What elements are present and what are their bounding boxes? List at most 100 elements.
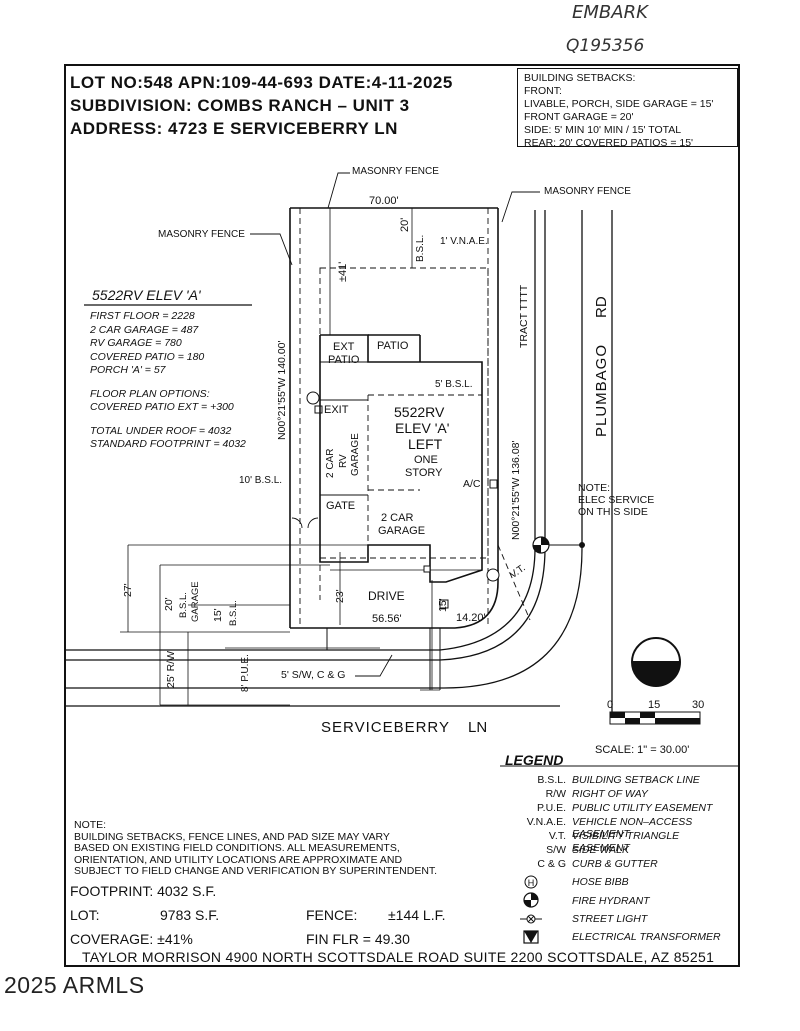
label-bsl-5: 5' B.S.L. xyxy=(435,379,473,390)
legend-def: FIRE HYDRANT xyxy=(572,895,650,907)
setbacks-title: BUILDING SETBACKS: xyxy=(524,72,636,84)
elec-note-3: ON THIS SIDE xyxy=(578,506,648,518)
road-name: PLUMBAGO xyxy=(593,343,610,437)
label-masonry-fence-top: MASONRY FENCE xyxy=(352,166,439,177)
legend-def: VEHICLE NON–ACCESS EASEMENT xyxy=(572,816,693,840)
dim-23: 23' xyxy=(334,589,346,603)
dim-70: 70.00' xyxy=(369,195,399,207)
coverage: COVERAGE: ±41% xyxy=(70,931,193,947)
legend-row: B.S.L.BUILDING SETBACK LINE xyxy=(498,774,738,790)
note-line-1: BUILDING SETBACKS, FENCE LINES, AND PAD … xyxy=(74,830,390,843)
legend-row: V.T.VISIBILITY TRIANGLE EASEMENT xyxy=(498,830,738,854)
scale-30: 30 xyxy=(692,699,705,711)
elec-service-note: NOTE: ELEC SERVICE ON THIS SIDE xyxy=(578,482,654,518)
legend-def: RIGHT OF WAY xyxy=(572,788,648,800)
exit-door xyxy=(314,405,323,414)
scale-text: SCALE: 1" = 30.00' xyxy=(595,744,690,756)
elec-note-1: NOTE: xyxy=(578,482,611,494)
label-rv-3: GARAGE xyxy=(350,433,361,476)
gate-swing xyxy=(291,517,319,529)
label-garage-1: 2 CAR xyxy=(381,512,414,524)
general-note: NOTE: BUILDING SETBACKS, FENCE LINES, AN… xyxy=(74,819,438,878)
stat-2car-garage: 2 CAR GARAGE = 487 xyxy=(90,323,199,336)
legend-row: ELECTRICAL TRANSFORMER xyxy=(498,931,738,947)
handwritten-embark: EMBARK xyxy=(572,2,648,23)
legend-abbr: V.N.A.E. xyxy=(526,816,566,828)
label-exit: EXIT xyxy=(324,404,349,416)
legend-def: STREET LIGHT xyxy=(572,913,648,925)
transformer-box xyxy=(439,599,449,609)
label-rv-2: RV xyxy=(338,454,349,468)
curb-1 xyxy=(66,210,536,651)
west-bearing: N00°21'55"W 140.00' xyxy=(276,340,288,441)
scale-15: 15 xyxy=(648,699,661,711)
lot-label: LOT: xyxy=(70,907,100,923)
note-line-4: SUBJECT TO FIELD CHANGE AND VERIFICATION… xyxy=(74,865,438,877)
stat-options-title: FLOOR PLAN OPTIONS: xyxy=(90,387,210,400)
watermark: 2025 ARMLS xyxy=(4,972,145,998)
curb-2 xyxy=(66,210,546,661)
hose-bibb-icon xyxy=(306,391,320,405)
setbacks-line3: SIDE: 5' MIN 10' MIN / 15' TOTAL xyxy=(524,124,682,136)
stat-rv-garage: RV GARAGE = 780 xyxy=(90,337,182,349)
stat-first-floor: FIRST FLOOR = 2228 xyxy=(90,310,195,322)
note-title: NOTE: xyxy=(74,819,107,831)
label-drive: DRIVE xyxy=(368,589,405,603)
label-bsl-garage-2: GARAGE xyxy=(190,581,201,622)
label-garage-2: GARAGE xyxy=(378,525,426,537)
label-masonry-fence-right: MASONRY FENCE xyxy=(544,186,631,197)
elec-note-2: ELEC SERVICE xyxy=(578,494,655,506)
setbacks-box: BUILDING SETBACKS: FRONT: LIVABLE, PORCH… xyxy=(517,68,738,149)
legend-abbr: P.U.E. xyxy=(537,802,566,814)
label-gate: GATE xyxy=(326,500,356,512)
footer-company: TAYLOR MORRISON 4900 NORTH SCOTTSDALE RO… xyxy=(82,949,715,965)
setbacks-line1: LIVABLE, PORCH, SIDE GARAGE = 15' xyxy=(524,98,714,110)
dim-27: 27' xyxy=(122,583,134,597)
dim-15-left: 15' xyxy=(212,608,224,622)
legend-def: CURB & GUTTER xyxy=(572,858,658,870)
plan-stats: FIRST FLOOR = 2228 2 CAR GARAGE = 487 RV… xyxy=(90,310,246,452)
street-name: SERVICEBERRY xyxy=(321,719,450,736)
label-house-3: LEFT xyxy=(408,436,443,452)
label-vnae: 1' V.N.A.E. xyxy=(440,236,488,247)
plan-title: 5522RV ELEV 'A' xyxy=(92,287,201,303)
stat-porch: PORCH 'A' = 57 xyxy=(90,364,166,376)
note-line-2: BASED ON EXISTING FIELD CONDITIONS. ALL … xyxy=(74,842,400,854)
east-bearing: N00°21'55"W 136.08' xyxy=(510,440,522,541)
handwritten-number: Q195356 xyxy=(566,36,645,56)
legend-row: HOSE BIBB xyxy=(498,876,738,892)
legend-def: ELECTRICAL TRANSFORMER xyxy=(572,931,721,943)
label-pue: 8' P.U.E. xyxy=(240,654,251,692)
label-masonry-fence-left: MASONRY FENCE xyxy=(158,229,245,240)
legend-title: LEGEND xyxy=(505,752,564,768)
setbacks-front: FRONT: xyxy=(524,85,562,97)
label-house-4: ONE xyxy=(414,454,438,466)
legend-street-light-icon xyxy=(520,914,542,924)
corner-curve xyxy=(454,581,499,629)
road-rd: RD xyxy=(593,296,610,318)
fence-label: FENCE: xyxy=(306,907,358,923)
label-bsl-rear: B.S.L. xyxy=(415,234,426,262)
label-bsl-left: B.S.L. xyxy=(228,600,239,626)
setbacks-line2: FRONT GARAGE = 20' xyxy=(524,111,634,123)
stat-total-roof: TOTAL UNDER ROOF = 4032 xyxy=(90,424,232,437)
stat-std-footprint: STANDARD FOOTPRINT = 4032 xyxy=(90,438,246,450)
legend-transformer-icon xyxy=(523,930,539,944)
legend-def: BUILDING SETBACK LINE xyxy=(572,774,700,786)
label-sw-cg: 5' S/W, C & G xyxy=(281,669,346,681)
dim-14: 14.20' xyxy=(456,612,486,624)
footprint: FOOTPRINT: 4032 S.F. xyxy=(70,883,217,899)
subdivision: SUBDIVISION: COMBS RANCH – UNIT 3 xyxy=(70,96,410,115)
legend-abbr: V.T. xyxy=(548,830,566,842)
scale-bar xyxy=(609,711,701,725)
house-outline xyxy=(319,334,483,583)
curb-3 xyxy=(66,210,583,689)
legend-row: V.N.A.E. VEHICLE NON–ACCESS EASEMENT xyxy=(498,816,738,840)
plan-title-underline xyxy=(84,304,252,306)
label-rv-1: 2 CAR xyxy=(325,448,336,478)
dim-56: 56.56' xyxy=(372,613,402,625)
plot-plan-sheet xyxy=(64,64,740,967)
